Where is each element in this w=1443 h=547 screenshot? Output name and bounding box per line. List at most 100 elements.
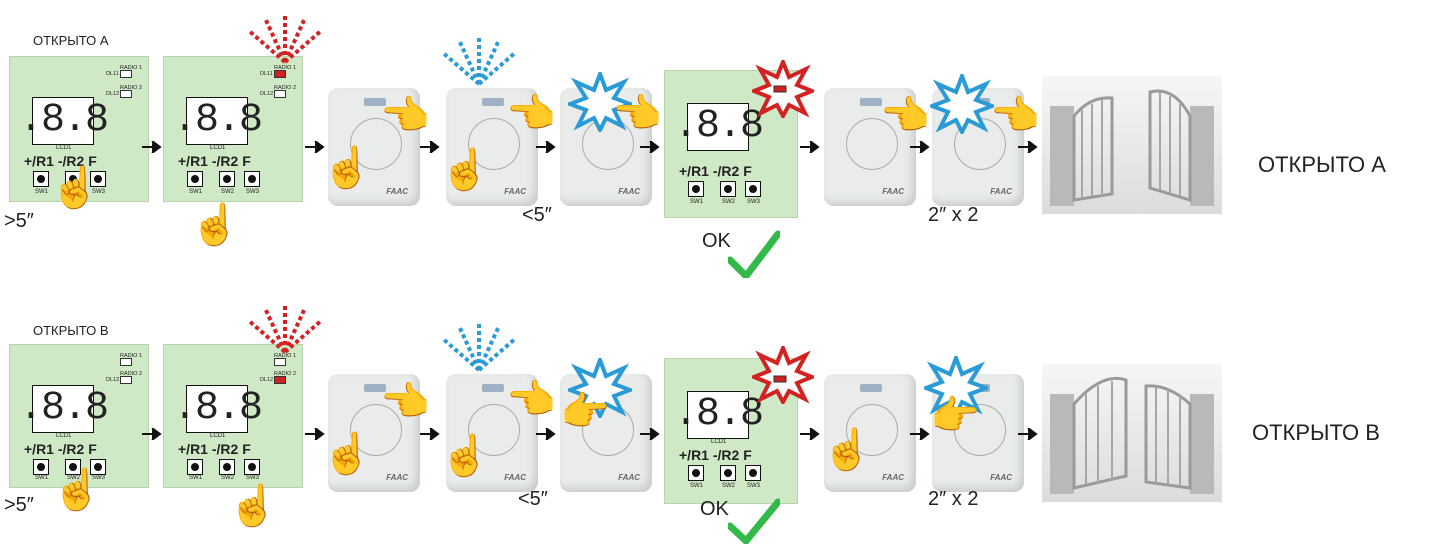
sw1-label: SW1 bbox=[35, 189, 49, 195]
sw2-button[interactable] bbox=[219, 171, 235, 187]
sw2-button[interactable] bbox=[65, 171, 81, 187]
sw2-button[interactable] bbox=[720, 181, 736, 197]
hand-pointer-icon: ☝ bbox=[190, 203, 240, 247]
lcd-label: LCD1 bbox=[210, 145, 226, 151]
arrow-icon bbox=[305, 428, 325, 440]
remote-control: FAAC bbox=[824, 374, 916, 492]
dl12-label: DL12 bbox=[260, 91, 274, 97]
sw1-button[interactable] bbox=[688, 465, 704, 481]
dl12-label: DL12 bbox=[106, 377, 120, 383]
gate-image bbox=[1042, 76, 1222, 214]
lcd-label: LCD1 bbox=[56, 433, 72, 439]
blue-signal-icon bbox=[440, 322, 518, 372]
hand-pointer-icon: 👈 bbox=[990, 94, 1040, 138]
sw3-label: SW3 bbox=[246, 475, 260, 481]
radio1-label: RADIO 1 bbox=[274, 65, 297, 71]
row-b-label: ОТКРЫТО B bbox=[33, 323, 109, 338]
red-flash-icon bbox=[752, 346, 814, 404]
hand-pointer-icon: 👈 bbox=[506, 92, 556, 136]
blue-signal-icon bbox=[440, 36, 518, 86]
remote-control: FAAC bbox=[824, 88, 916, 206]
radio1-label: RADIO 1 bbox=[120, 353, 143, 359]
hand-pointer-icon: 👈 bbox=[612, 92, 662, 136]
sw2-label: SW2 bbox=[221, 475, 235, 481]
dl12-label: DL12 bbox=[260, 377, 274, 383]
sw3-button[interactable] bbox=[745, 465, 761, 481]
lcd-label: LCD1 bbox=[210, 433, 226, 439]
control-board: RADIO 1 DL11 RADIO 2 DL12 .8.8 LCD1 +/R1… bbox=[163, 56, 303, 202]
dl12-led bbox=[120, 90, 132, 98]
sw2-button[interactable] bbox=[720, 465, 736, 481]
sw1-button[interactable] bbox=[187, 459, 203, 475]
arrow-icon bbox=[1018, 141, 1038, 153]
arrow-icon bbox=[142, 428, 162, 440]
sw3-button[interactable] bbox=[244, 459, 260, 475]
remote-brand: FAAC bbox=[882, 187, 904, 196]
lcd-label: LCD1 bbox=[56, 145, 72, 151]
hand-pointer-icon: 👈 bbox=[380, 94, 430, 138]
radio1-label: RADIO 1 bbox=[274, 353, 297, 359]
sw1-button[interactable] bbox=[187, 171, 203, 187]
control-board: RADIO 1 RADIO 2 DL12 .8.8 LCD1 +/R1 -/R2… bbox=[9, 344, 149, 488]
dl11-led bbox=[274, 70, 286, 78]
lcd-display: .8.8 bbox=[19, 385, 109, 433]
blue-flash-icon bbox=[930, 74, 994, 134]
remote-brand: FAAC bbox=[618, 473, 640, 482]
hand-pointer-icon: 👉 bbox=[560, 390, 610, 434]
arrow-icon bbox=[800, 141, 820, 153]
dl11-led bbox=[120, 70, 132, 78]
less-than-5s-label: <5″ bbox=[518, 488, 548, 510]
red-signal-icon bbox=[246, 14, 324, 64]
sw2-label: SW2 bbox=[722, 483, 736, 489]
hand-pointer-icon: 👉 bbox=[930, 394, 980, 438]
remote-brand: FAAC bbox=[990, 473, 1012, 482]
button-labels: +/R1 -/R2 F bbox=[24, 153, 97, 169]
button-labels: +/R1 -/R2 F bbox=[178, 153, 251, 169]
lcd-display: .8.8 bbox=[173, 385, 263, 433]
result-label: ОТКРЫТО A bbox=[1258, 152, 1386, 177]
sw1-label: SW1 bbox=[189, 189, 203, 195]
sw1-label: SW1 bbox=[35, 475, 49, 481]
blue-flash-icon bbox=[924, 356, 988, 416]
sw2-button[interactable] bbox=[219, 459, 235, 475]
remote-control: FAAC bbox=[328, 374, 420, 492]
sw2-label: SW2 bbox=[67, 189, 81, 195]
arrow-icon bbox=[910, 428, 930, 440]
dl11-label: DL11 bbox=[260, 71, 273, 77]
control-board: RADIO 1 RADIO 2 DL12 .8.8 LCD1 +/R1 -/R2… bbox=[163, 344, 303, 488]
arrow-icon bbox=[536, 428, 556, 440]
arrow-icon bbox=[1018, 428, 1038, 440]
sw1-button[interactable] bbox=[33, 459, 49, 475]
sw3-button[interactable] bbox=[90, 459, 106, 475]
sw1-label: SW1 bbox=[690, 483, 704, 489]
sw2-label: SW2 bbox=[221, 189, 235, 195]
remote-brand: FAAC bbox=[504, 473, 526, 482]
control-board: RADIO 1 DL11 RADIO 2 DL12 .8.8 LCD1 +/R1… bbox=[9, 56, 149, 202]
dl12-label: DL12 bbox=[106, 91, 120, 97]
sw3-button[interactable] bbox=[90, 171, 106, 187]
blue-flash-icon bbox=[568, 358, 632, 418]
sw3-label: SW3 bbox=[747, 483, 761, 489]
hand-pointer-icon: ☝ bbox=[228, 484, 278, 528]
button-labels: +/R1 -/R2 F bbox=[679, 447, 752, 463]
arrow-icon bbox=[910, 141, 930, 153]
dl11-led bbox=[120, 358, 132, 366]
sw1-button[interactable] bbox=[688, 181, 704, 197]
check-icon bbox=[728, 230, 780, 278]
button-labels: +/R1 -/R2 F bbox=[679, 163, 752, 179]
sw2-button[interactable] bbox=[65, 459, 81, 475]
sw1-button[interactable] bbox=[33, 171, 49, 187]
radio2-label: RADIO 2 bbox=[274, 371, 297, 377]
lcd-display: .8.8 bbox=[173, 97, 263, 145]
sw1-label: SW1 bbox=[189, 475, 203, 481]
radio2-label: RADIO 2 bbox=[120, 85, 143, 91]
remote-control: FAAC bbox=[446, 88, 538, 206]
red-signal-icon bbox=[246, 304, 324, 354]
arrow-icon bbox=[305, 141, 325, 153]
sw1-label: SW1 bbox=[690, 199, 704, 205]
radio2-label: RADIO 2 bbox=[274, 85, 297, 91]
sw3-button[interactable] bbox=[745, 181, 761, 197]
hand-pointer-icon: 👈 bbox=[506, 378, 556, 422]
sw3-button[interactable] bbox=[244, 171, 260, 187]
dl11-led bbox=[274, 358, 286, 366]
